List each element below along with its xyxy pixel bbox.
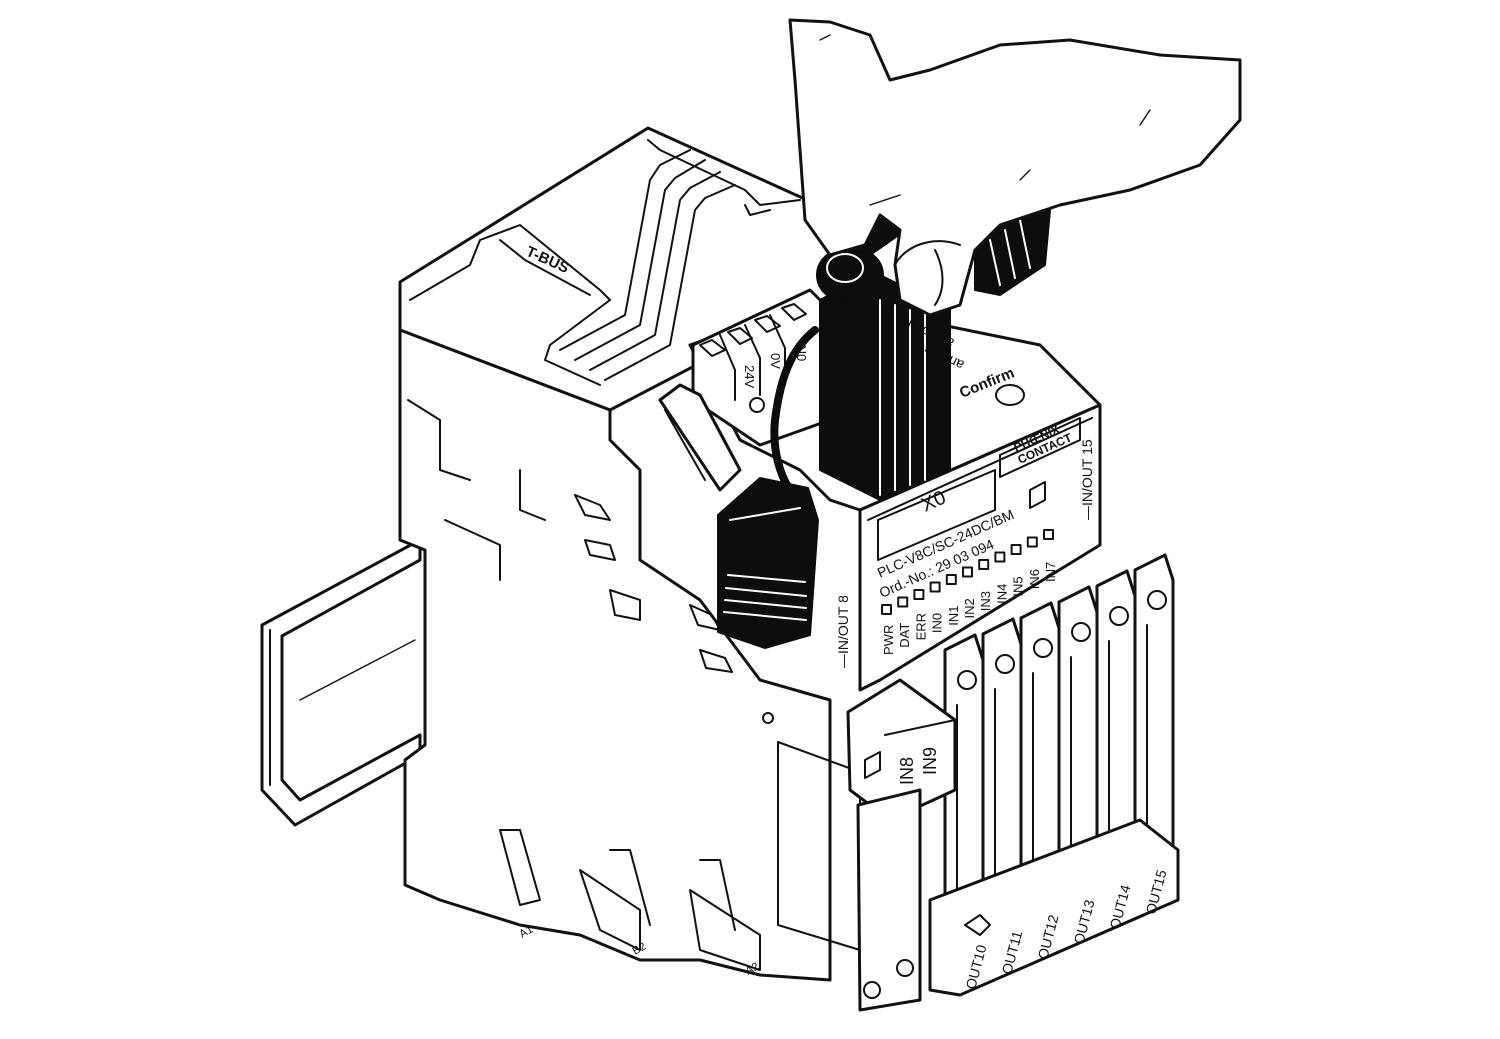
led-box xyxy=(881,604,892,615)
hand xyxy=(788,18,1242,317)
top-terminal-label: 0V xyxy=(768,353,783,369)
led-label: IN7 xyxy=(1043,562,1058,582)
led-label: IN1 xyxy=(946,606,961,626)
top-terminal-labels: 24V 0V IN0 xyxy=(742,341,809,388)
led-box xyxy=(1010,544,1022,555)
top-terminal-label: IN0 xyxy=(794,341,809,361)
led-label: PWR xyxy=(881,625,896,655)
led-box xyxy=(897,596,909,608)
led-box xyxy=(1026,536,1038,548)
led-box xyxy=(1043,529,1054,540)
led-label: IN6 xyxy=(1027,569,1042,589)
terminal-screw[interactable] xyxy=(1033,638,1053,658)
din-rail xyxy=(260,538,422,827)
base-label: B2 xyxy=(631,940,649,957)
base-label: A2 xyxy=(744,960,762,977)
led-box xyxy=(945,574,957,585)
input-terminal-label: IN9 xyxy=(920,747,940,775)
led-label: ERR xyxy=(913,613,928,640)
led-box xyxy=(913,589,925,600)
terminal-screw[interactable] xyxy=(995,654,1015,674)
usb-protective-cap[interactable] xyxy=(717,477,819,649)
terminal-screw[interactable] xyxy=(1109,606,1129,626)
led-box xyxy=(929,581,941,593)
led-label: DAT xyxy=(897,623,912,648)
terminal-screw[interactable] xyxy=(1071,622,1091,642)
led-label: IN0 xyxy=(930,613,945,633)
led-label: IN4 xyxy=(994,584,1009,604)
input-terminal-block xyxy=(846,678,957,1012)
io-left-label: —IN/OUT 8 xyxy=(835,595,851,668)
terminal-screw[interactable] xyxy=(1147,590,1167,610)
led-box xyxy=(994,551,1006,563)
input-terminal-label: IN8 xyxy=(897,757,917,785)
base-label: A1 xyxy=(518,923,536,940)
led-label: IN2 xyxy=(962,598,977,618)
led-indicators xyxy=(881,529,1054,615)
terminal-screw[interactable] xyxy=(957,670,977,690)
top-terminal-label: 24V xyxy=(742,365,757,388)
led-box xyxy=(978,559,990,570)
led-label: IN3 xyxy=(978,591,993,611)
led-label: IN5 xyxy=(1011,576,1026,596)
led-box xyxy=(962,566,973,578)
io-right-label: —IN/OUT 15 xyxy=(1079,439,1095,520)
output-terminal-base xyxy=(928,818,1180,997)
locking-lever xyxy=(658,383,742,492)
